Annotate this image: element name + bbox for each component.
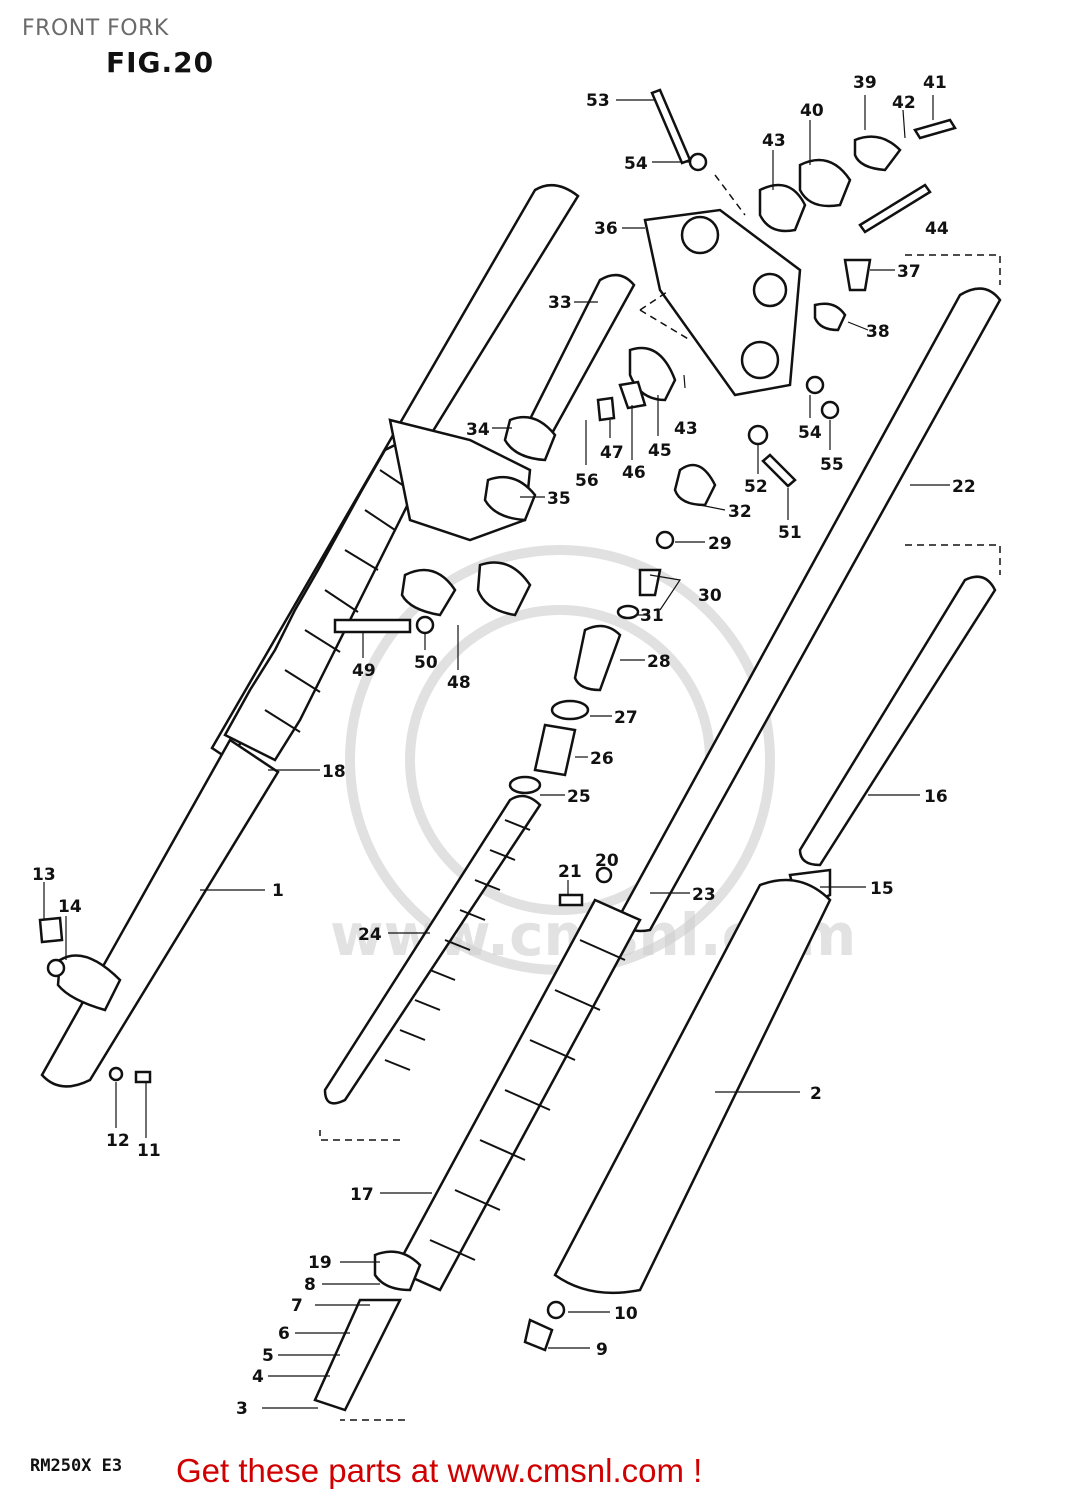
- part-label: 14: [58, 897, 82, 917]
- part-label: 19: [308, 1253, 332, 1273]
- part-label: 31: [640, 606, 664, 626]
- footer-link[interactable]: Get these parts at www.cmsnl.com !: [176, 1452, 703, 1489]
- part-label: 16: [924, 787, 948, 807]
- left-fork-leg: [38, 183, 580, 1088]
- part-label: 10: [614, 1304, 638, 1324]
- assembly-dashed-lines: [319, 174, 1001, 1421]
- part-label: 23: [692, 885, 716, 905]
- diagram-title: FRONT FORK: [22, 16, 169, 41]
- part-label: 54: [798, 423, 822, 443]
- part-label: 46: [622, 463, 646, 483]
- part-label: 41: [923, 73, 947, 93]
- right-fork-leg: [313, 287, 1002, 1412]
- model-code: RM250X E3: [30, 1456, 123, 1476]
- part-label: 37: [897, 262, 921, 282]
- part-label: 35: [547, 489, 571, 509]
- part-label: 7: [291, 1296, 303, 1316]
- part-label: 21: [558, 862, 582, 882]
- part-label: 51: [778, 523, 802, 543]
- part-label: 18: [322, 762, 346, 782]
- part-label: 38: [866, 322, 890, 342]
- part-label: 48: [447, 673, 471, 693]
- part-label: 30: [698, 586, 722, 606]
- figure-number: FIG.20: [106, 46, 215, 79]
- part-label: 5: [262, 1346, 274, 1366]
- part-label: 56: [575, 471, 599, 491]
- part-label: 2: [810, 1084, 822, 1104]
- part-label: 22: [952, 477, 976, 497]
- part-label: 45: [648, 441, 672, 461]
- part-label: 44: [925, 219, 949, 239]
- inner-tube-and-spring: [323, 273, 636, 1105]
- part-label: 25: [567, 787, 591, 807]
- part-label: 39: [853, 73, 877, 93]
- part-label: 34: [466, 420, 490, 440]
- part-label: 54: [624, 154, 648, 174]
- part-label: 1: [272, 881, 284, 901]
- part-label: 32: [728, 502, 752, 522]
- part-label: 49: [352, 661, 376, 681]
- part-label: 3: [236, 1399, 248, 1419]
- part-label: 50: [414, 653, 438, 673]
- part-label: 42: [892, 93, 916, 113]
- part-label: 33: [548, 293, 572, 313]
- part-label: 52: [744, 477, 768, 497]
- part-label: 8: [304, 1275, 316, 1295]
- part-label: 43: [762, 131, 786, 151]
- part-label: 40: [800, 101, 824, 121]
- part-label: 17: [350, 1185, 374, 1205]
- part-label: 43: [674, 419, 698, 439]
- part-label: 11: [137, 1141, 161, 1161]
- part-label: 36: [594, 219, 618, 239]
- part-label: 27: [614, 708, 638, 728]
- part-label: 28: [647, 652, 671, 672]
- left-fork-boot: [223, 438, 422, 762]
- top-bracket: [596, 88, 957, 507]
- fork-cap-parts: [508, 530, 675, 795]
- part-label: 29: [708, 534, 732, 554]
- part-label: 6: [278, 1324, 290, 1344]
- part-label: 9: [596, 1340, 608, 1360]
- part-label: 53: [586, 91, 610, 111]
- part-label: 47: [600, 443, 624, 463]
- part-label: 55: [820, 455, 844, 475]
- part-label: 12: [106, 1131, 130, 1151]
- part-label: 15: [870, 879, 894, 899]
- part-label: 20: [595, 851, 619, 871]
- part-number-labels: 1 2 3 4 5 6 7 8 9 10 11 12 13 14 15 16 1…: [32, 73, 976, 1419]
- part-label: 4: [252, 1367, 264, 1387]
- leader-lines: [43, 95, 950, 1409]
- part-label: 26: [590, 749, 614, 769]
- part-label: 13: [32, 865, 56, 885]
- part-label: 24: [358, 925, 382, 945]
- right-fork-boot: [393, 898, 642, 1292]
